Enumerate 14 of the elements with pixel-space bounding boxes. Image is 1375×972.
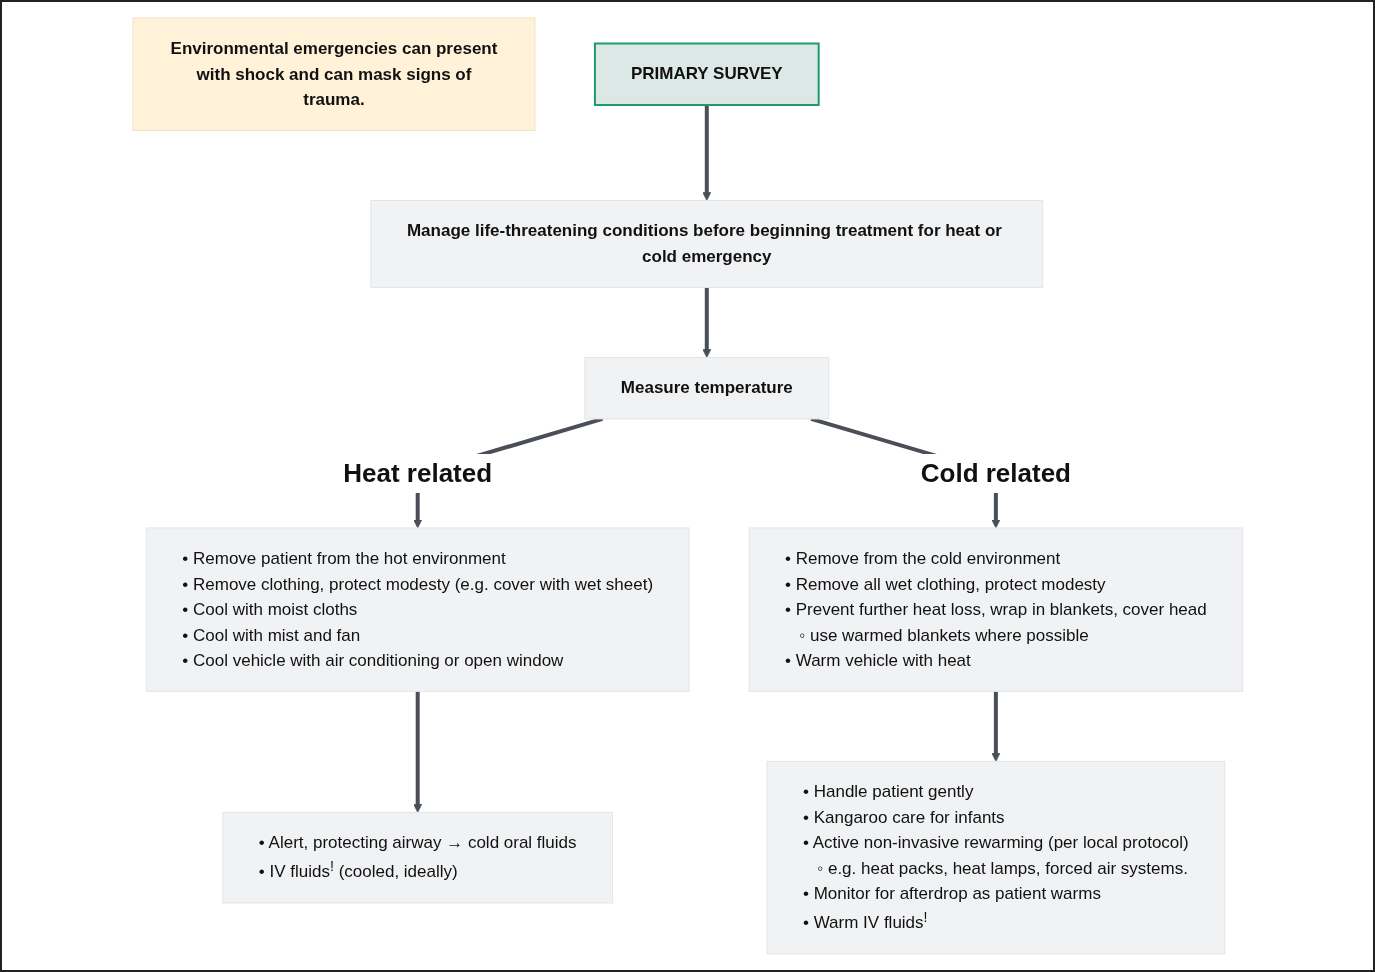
node-box: Measure temperature	[583, 356, 829, 420]
arrow	[702, 105, 711, 201]
node-box: • Handle patient gently • Kangaroo care for infants • Active non-invasive rewarming (per local protocol) ◦ e.g. heat packs, heat lamps, forced air systems. • Monitor for afterdrop as patient warms • Warm IV fluids$^{!}$	[766, 760, 1225, 955]
node-box: Environmental emergencies can present with shock and can mask signs of trauma.	[132, 17, 536, 131]
edge-label: Heat related	[342, 457, 492, 488]
arrow	[991, 691, 1000, 762]
node-box: • Remove patient from the hot environment • Remove clothing, protect modesty (e.g. cover with wet sheet) • Cool with moist cloths • Cool with mist and fan • Cool vehicle with air conditioning or open window	[145, 527, 690, 692]
arrow	[702, 287, 711, 358]
node-box: Manage life-threatening conditions before beginning treatment for heat or cold emergency	[370, 199, 1043, 288]
node-box: • Alert, protecting airway → cold oral fluids • IV fluids$^{!}$ (cooled, ideally)	[222, 811, 613, 904]
node-box: PRIMARY SURVEY	[593, 42, 820, 106]
node-box: • Remove from the cold environment • Remove all wet clothing, protect modesty • Prevent further heat loss, wrap in blankets, cover head ◦ use warmed blankets where possible • Warm vehicle with heat	[748, 527, 1243, 692]
edge-label: Cold related	[920, 457, 1071, 488]
arrow	[412, 691, 422, 813]
